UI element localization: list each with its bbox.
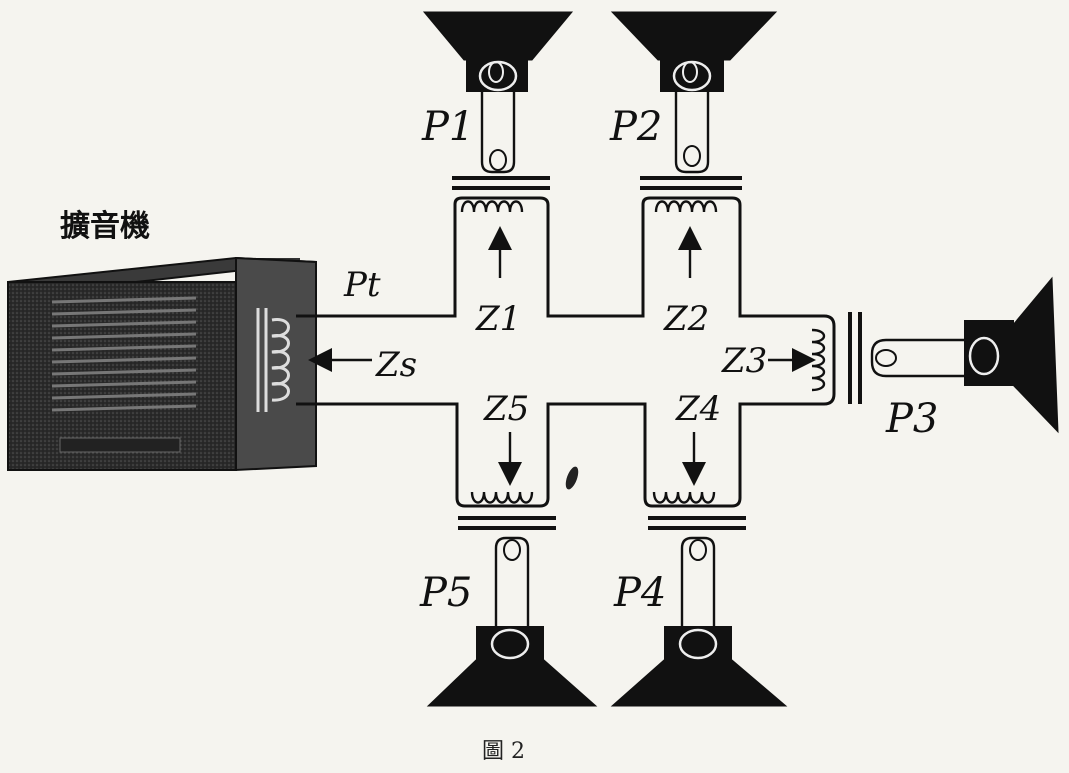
speaker-label-p3: P3	[885, 396, 938, 442]
impedance-label-z4: Z4	[675, 389, 721, 429]
transformer-z2	[640, 176, 742, 278]
amplifier	[7, 256, 317, 472]
amplifier-grille	[51, 296, 197, 412]
transformer-z3	[768, 312, 862, 404]
output-transformer	[256, 308, 290, 412]
transformer-z5	[458, 432, 556, 530]
speaker-p1	[422, 11, 574, 174]
speaker-p2	[610, 11, 778, 174]
speaker-p5	[426, 536, 598, 707]
speaker-label-p5: P5	[419, 570, 472, 616]
ink-spot	[565, 466, 579, 490]
transmission-line	[296, 196, 836, 508]
figure-caption: 圖 2	[482, 739, 525, 764]
transformer-z4	[648, 432, 746, 530]
impedance-label-z5: Z5	[483, 389, 529, 429]
impedance-label-z2: Z2	[663, 299, 709, 339]
impedance-label-z3: Z3	[721, 341, 767, 381]
impedance-label-z1: Z1	[475, 299, 521, 339]
speaker-label-p1: P1	[421, 104, 474, 150]
amplifier-label: 擴音機	[60, 209, 150, 244]
line-label: Pt	[343, 265, 381, 305]
speaker-label-p4: P4	[613, 570, 666, 616]
speaker-label-p2: P2	[609, 104, 662, 150]
source-impedance-label: Zs	[375, 345, 417, 385]
speaker-p3	[870, 276, 1059, 434]
transformer-z1	[452, 176, 550, 278]
speaker-p4	[610, 536, 788, 707]
